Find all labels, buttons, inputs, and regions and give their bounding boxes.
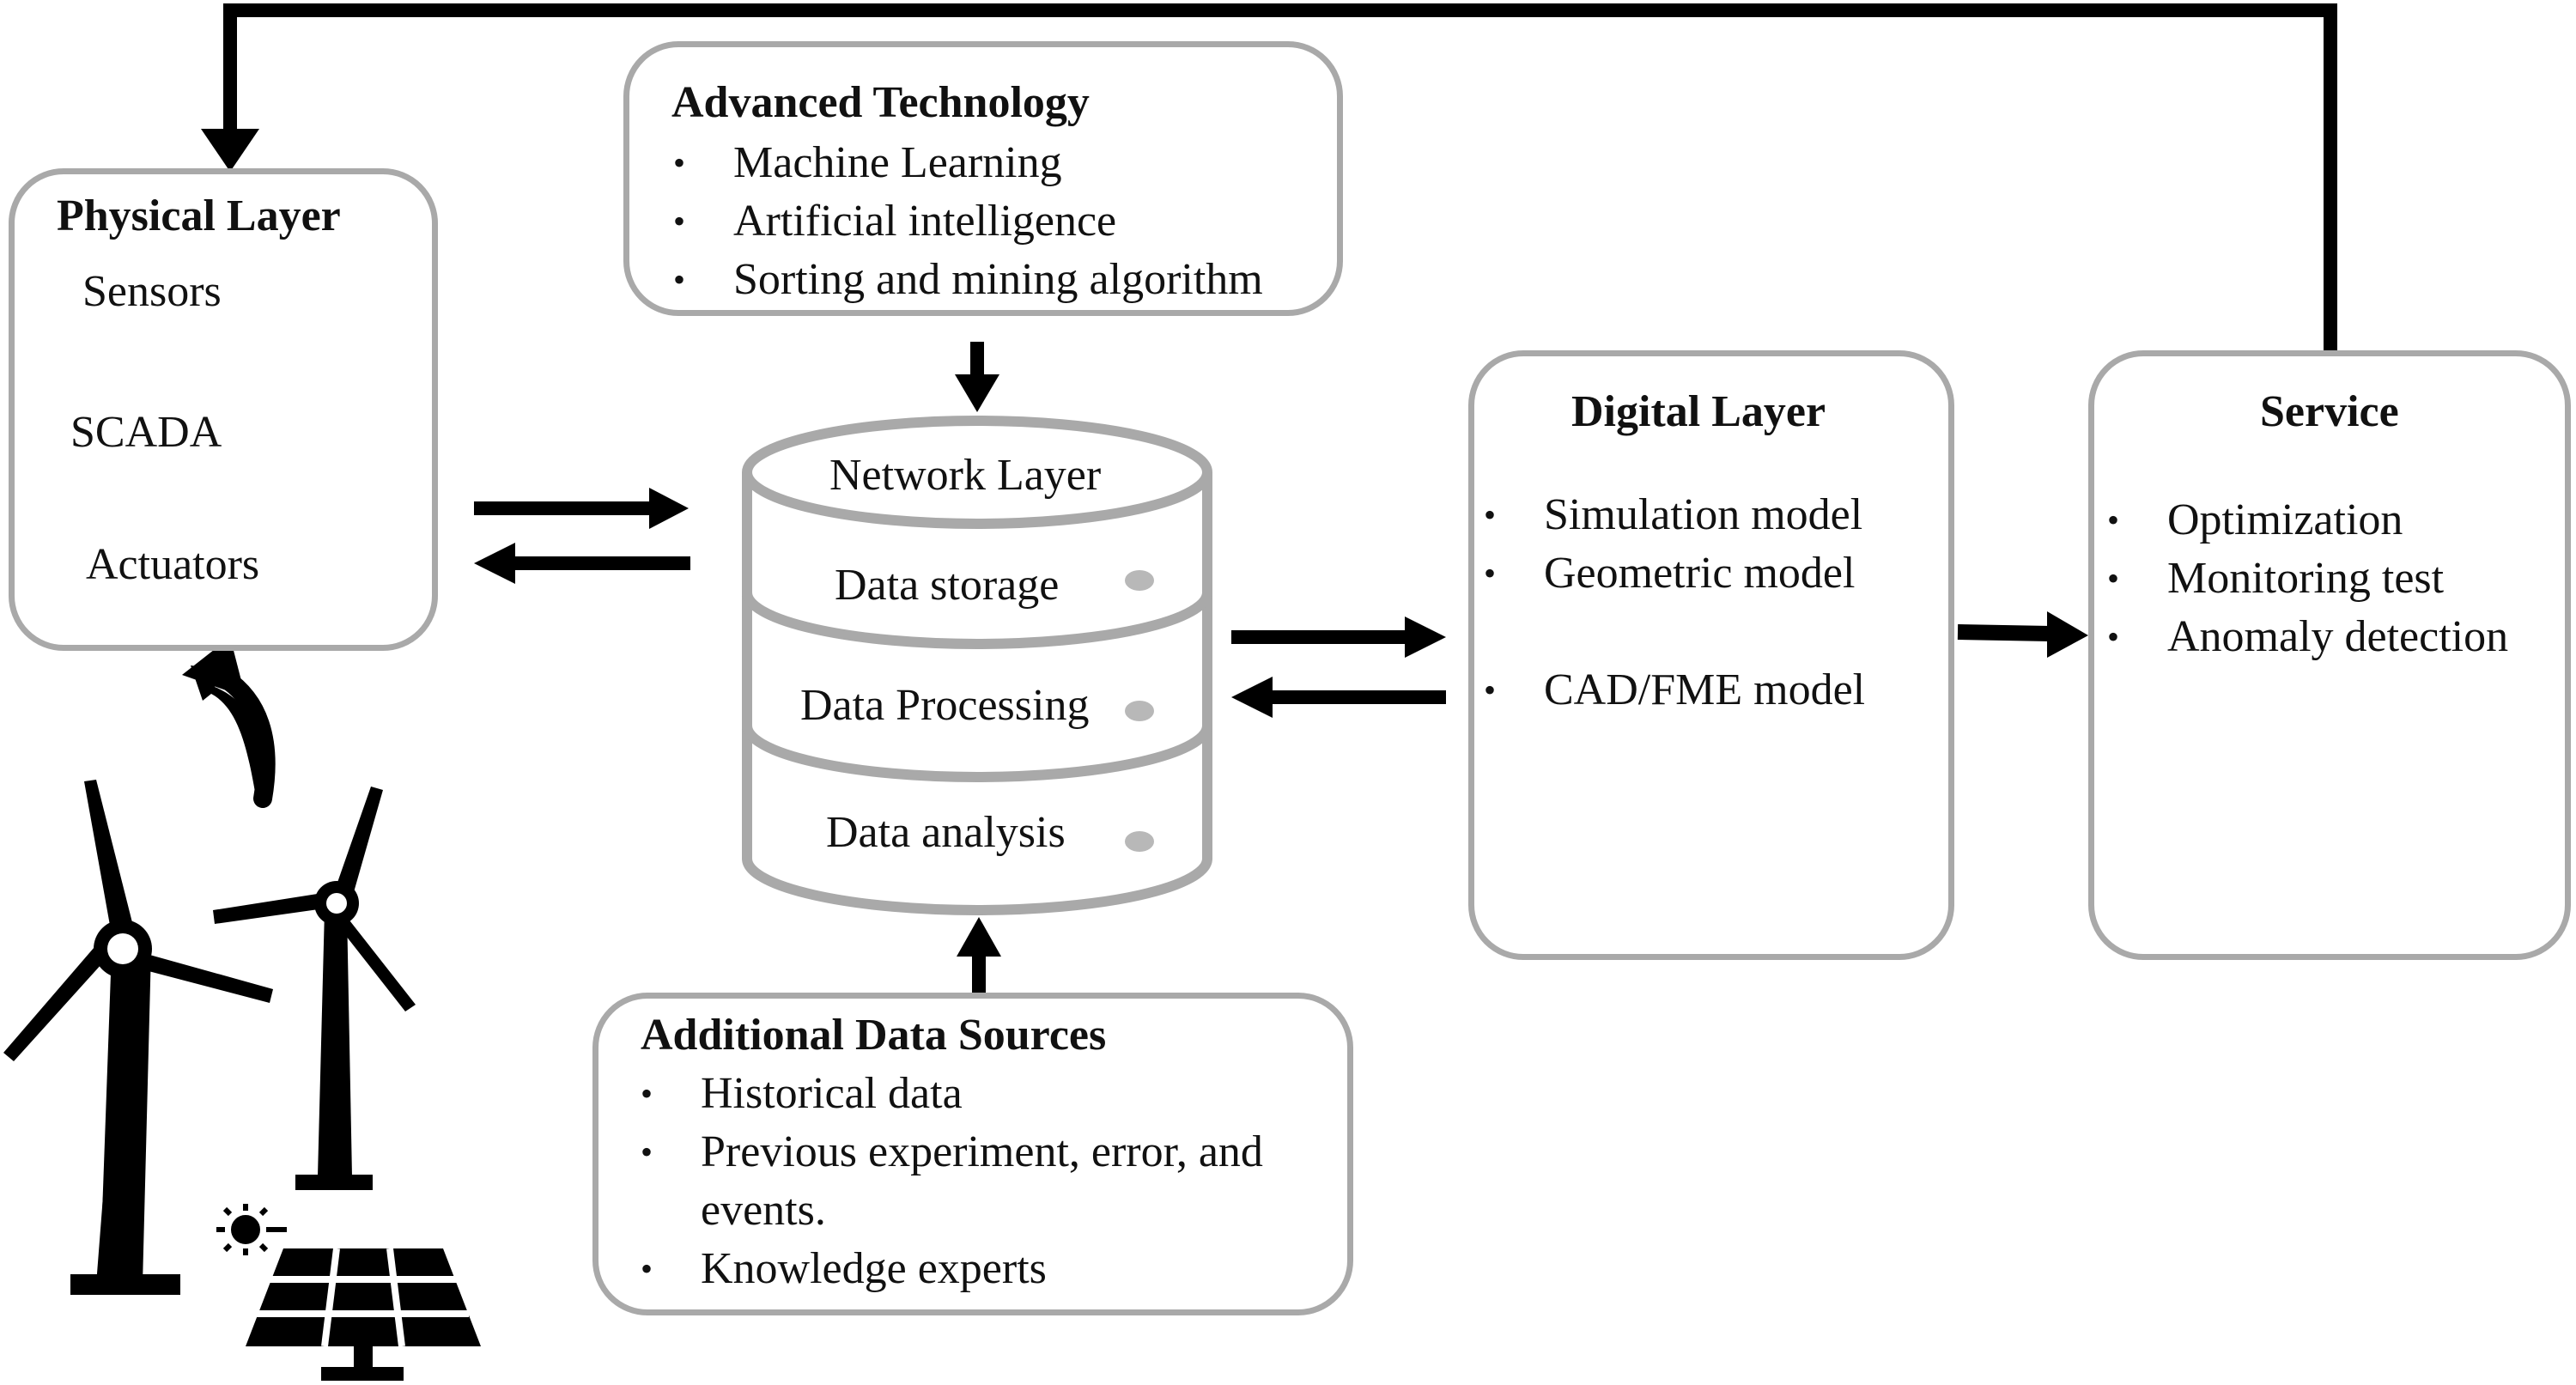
list-item: Knowledge experts (641, 1240, 1263, 1298)
physical-item-sensors: Sensors (82, 267, 222, 316)
service-list: Optimization Monitoring test Anomaly det… (2107, 491, 2508, 666)
list-item: Sorting and mining algorithm (673, 251, 1263, 309)
physical-network-arrows (474, 488, 690, 584)
digital-layer-list-2: CAD/FME model (1484, 661, 1865, 720)
wind-turbine-icon (3, 780, 273, 1295)
solar-panel-icon (246, 1248, 481, 1381)
physical-item-actuators: Actuators (86, 540, 260, 589)
advanced-technology-list: Machine Learning Artificial intelligence… (673, 134, 1263, 309)
advanced-technology-title: Advanced Technology (671, 78, 1090, 127)
sun-icon (216, 1204, 287, 1255)
digital-layer-box (1468, 350, 1954, 960)
list-item: Monitoring test (2107, 550, 2508, 608)
list-item: Previous experiment, error, and (641, 1123, 1263, 1182)
physical-item-scada: SCADA (70, 408, 222, 457)
service-title: Service (2260, 387, 2399, 436)
network-tier-data-storage: Data storage (835, 561, 1060, 610)
list-item: Historical data (641, 1065, 1263, 1123)
list-item: Optimization (2107, 491, 2508, 550)
list-item: Anomaly detection (2107, 608, 2508, 666)
wind-turbine-small-icon (213, 787, 416, 1190)
additional-data-sources-list: Historical data Previous experiment, err… (641, 1065, 1263, 1298)
list-item: Simulation model (1484, 486, 1862, 544)
network-tier-data-analysis: Data analysis (826, 808, 1066, 857)
physical-layer-title: Physical Layer (57, 191, 341, 240)
status-dot (1125, 701, 1154, 721)
digital-layer-title: Digital Layer (1571, 387, 1826, 436)
turbine-to-physical-arrow (182, 637, 276, 808)
digital-to-service-arrow (1957, 611, 2088, 658)
network-tier-data-processing: Data Processing (800, 681, 1090, 730)
list-item-continuation: events. (701, 1186, 826, 1235)
list-item: Geometric model (1484, 544, 1862, 603)
sources-to-network-arrow (957, 917, 1001, 998)
physical-layer-box (9, 168, 438, 651)
feedback-arrow (201, 3, 2337, 352)
network-digital-arrows (1231, 617, 1446, 718)
tech-to-network-arrow (955, 342, 999, 412)
list-item: Machine Learning (673, 134, 1263, 192)
status-dot (1125, 831, 1154, 852)
list-item: Artificial intelligence (673, 192, 1263, 251)
network-layer-title: Network Layer (829, 451, 1102, 500)
status-dot (1125, 570, 1154, 591)
digital-layer-list: Simulation model Geometric model (1484, 486, 1862, 603)
additional-data-sources-title: Additional Data Sources (641, 1011, 1107, 1060)
network-cylinder (742, 416, 1212, 915)
list-item: CAD/FME model (1484, 661, 1865, 720)
